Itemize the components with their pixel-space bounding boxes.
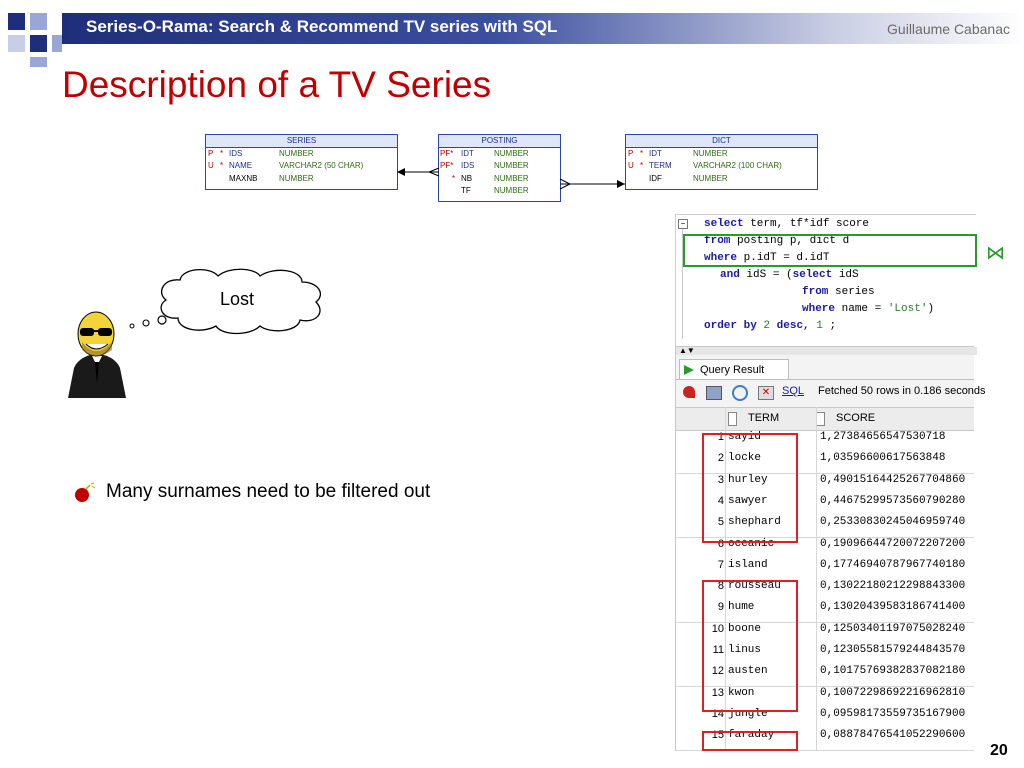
logo-square-5 — [52, 35, 62, 52]
row-number: 10 — [711, 622, 724, 635]
logo-square-3 — [30, 35, 47, 52]
join-symbol: ⋈ — [986, 243, 1005, 264]
bullet-text: Many surnames need to be filtered out — [106, 481, 431, 502]
sql-editor[interactable]: − select term, tf*idf score from posting… — [675, 214, 976, 347]
row-number: 11 — [712, 644, 724, 656]
row-number: 1 — [717, 431, 724, 443]
er-table-name: DICT — [626, 135, 817, 148]
highlight-box — [702, 731, 798, 751]
cell-score[interactable]: 0,44675299573560790280 — [820, 494, 966, 507]
logo-square-4 — [8, 35, 25, 52]
cell-term[interactable]: boone — [728, 622, 762, 635]
cell-score[interactable]: 0,12305581579244843570 — [820, 644, 966, 656]
table-row[interactable]: 5 shephard 0,25330830245046959740 — [676, 516, 974, 539]
table-row[interactable]: 8 rousseau 0,13022180212298843300 — [676, 580, 974, 603]
cell-score[interactable]: 0,10072298692216962810 — [820, 686, 966, 699]
row-number: 5 — [717, 516, 724, 529]
highlight-box — [702, 580, 798, 712]
cell-score[interactable]: 0,12503401197075028240 — [820, 622, 966, 635]
run-icon — [684, 365, 694, 375]
row-number: 12 — [711, 665, 724, 678]
highlight-box — [702, 433, 798, 543]
row-number: 2 — [717, 452, 724, 465]
cell-term[interactable]: sawyer — [728, 494, 768, 507]
table-row[interactable]: 7 island 0,17746940787967740180 — [676, 558, 974, 581]
row-number: 9 — [717, 601, 724, 614]
tab-query-result[interactable]: Query Result — [679, 359, 789, 379]
cell-term[interactable]: island — [728, 558, 768, 571]
cell-score[interactable]: 1,27384656547530718 — [820, 431, 946, 443]
column-header-term[interactable]: TERM — [748, 412, 780, 424]
cell-score[interactable]: 1,03596600617563848 — [820, 452, 946, 465]
query-result-panel: ▲▼ Query Result ✕ SQL Fetched 50 rows in… — [675, 346, 986, 752]
page-title: Description of a TV Series — [62, 64, 492, 105]
er-table-name: SERIES — [206, 135, 397, 148]
cell-term[interactable]: locke — [728, 452, 762, 465]
sort-icon[interactable] — [816, 412, 825, 426]
cell-term[interactable]: hurley — [728, 473, 768, 486]
cell-term[interactable]: shephard — [728, 516, 781, 529]
column-header-score[interactable]: SCORE — [836, 412, 876, 424]
collapse-icon[interactable]: − — [678, 219, 688, 229]
cell-term[interactable]: oceanic — [728, 537, 775, 550]
cell-score[interactable]: 0,08878476541052290600 — [820, 729, 966, 742]
bomb-bullet-icon — [74, 482, 96, 503]
cell-term[interactable]: rousseau — [728, 580, 781, 593]
cell-score[interactable]: 0,13022180212298843300 — [820, 580, 966, 593]
pin-icon[interactable] — [683, 386, 695, 398]
cell-term[interactable]: hume — [728, 601, 755, 614]
sql-link[interactable]: SQL — [782, 385, 805, 397]
logo-square-1 — [8, 13, 25, 30]
cell-score[interactable]: 0,10175769382837082180 — [820, 665, 966, 678]
row-number: 6 — [717, 537, 724, 550]
thought-bubble — [129, 268, 321, 335]
tab-label: Query Result — [700, 364, 765, 376]
cancel-icon[interactable]: ✕ — [758, 386, 774, 400]
cell-score[interactable]: 0,17746940787967740180 — [820, 558, 966, 571]
cell-term[interactable]: austen — [728, 665, 768, 678]
cell-score[interactable]: 0,19096644720072207200 — [820, 537, 966, 550]
er-table-name: POSTING — [439, 135, 560, 148]
character-avatar — [68, 311, 126, 398]
logo-square-2 — [30, 13, 47, 30]
logo-square-6 — [30, 57, 47, 67]
header-bar — [62, 13, 1024, 44]
page-number: 20 — [990, 742, 1008, 759]
cell-term[interactable]: linus — [728, 644, 762, 656]
panel-splitter[interactable]: ▲▼ — [676, 347, 977, 355]
sort-icon[interactable] — [728, 412, 737, 426]
print-icon[interactable] — [706, 386, 722, 400]
header-author: Guillaume Cabanac — [887, 21, 1010, 37]
row-number: 4 — [717, 494, 724, 507]
row-number: 3 — [717, 473, 724, 486]
er-relationship-lines — [397, 167, 625, 190]
refresh-icon[interactable] — [732, 385, 748, 401]
header-title: Series-O-Rama: Search & Recommend TV ser… — [86, 17, 558, 36]
cell-score[interactable]: 0,09598173559735167900 — [820, 707, 966, 720]
result-toolbar: ✕ SQL Fetched 50 rows in 0.186 seconds — [676, 379, 986, 406]
cell-term[interactable]: kwon — [728, 686, 755, 699]
join-highlight-box — [683, 234, 977, 267]
row-number: 13 — [711, 686, 724, 699]
grid-header: TERM SCORE — [676, 407, 974, 431]
row-number: 7 — [717, 558, 724, 571]
row-number: 8 — [717, 580, 724, 593]
cell-score[interactable]: 0,49015164425267704860 — [820, 473, 966, 486]
fetch-status: Fetched 50 rows in 0.186 seconds — [818, 385, 986, 397]
table-row[interactable]: 9 hume 0,13020439583186741400 — [676, 601, 974, 624]
cell-score[interactable]: 0,13020439583186741400 — [820, 601, 966, 614]
thought-text: Lost — [220, 289, 255, 309]
cell-score[interactable]: 0,25330830245046959740 — [820, 516, 966, 529]
